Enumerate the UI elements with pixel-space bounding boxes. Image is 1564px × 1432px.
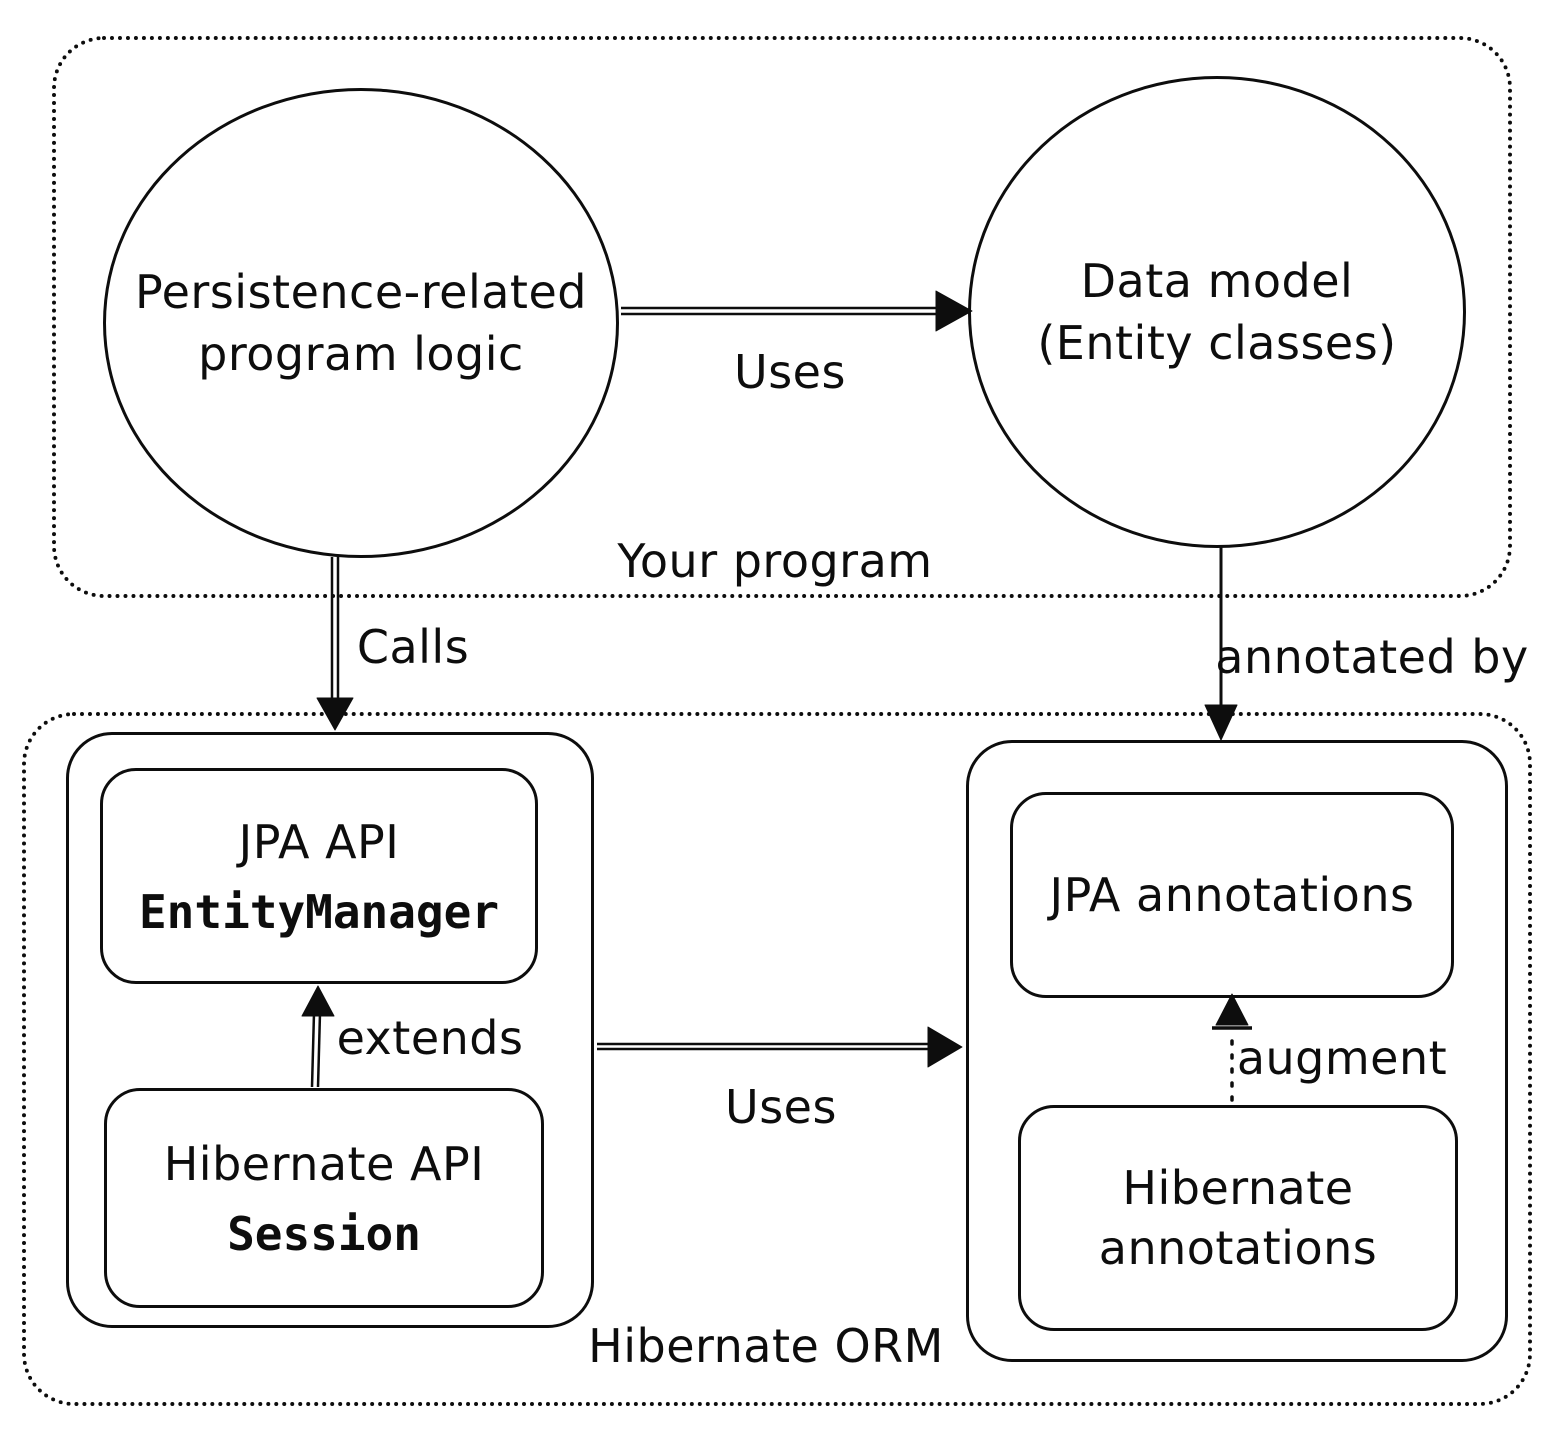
calls-label: Calls: [356, 620, 470, 674]
your-program-container: [52, 36, 1512, 598]
augment-label: augment: [1236, 1031, 1448, 1085]
persistence-logic-node: Persistence-related program logic: [103, 88, 619, 558]
data-model-label-line2: (Entity classes): [1037, 316, 1397, 370]
jpa-api-node: JPA API EntityManager: [100, 768, 538, 984]
hibernate-annotations-label-line1: Hibernate: [1122, 1160, 1354, 1215]
hibernate-annotations-node: Hibernate annotations: [1018, 1105, 1458, 1331]
hibernate-orm-label: Hibernate ORM: [588, 1319, 944, 1373]
hibernate-orm-container: [22, 712, 1532, 1406]
hibernate-annotations-label-line2: annotations: [1098, 1221, 1378, 1275]
jpa-annotations-node: JPA annotations: [1010, 792, 1454, 998]
data-model-node: Data model (Entity classes): [968, 76, 1466, 548]
your-program-label: Your program: [617, 534, 933, 588]
jpa-annotations-label: JPA annotations: [1049, 867, 1415, 922]
hibernate-api-classname: Session: [227, 1206, 421, 1261]
persistence-logic-label-line2: program logic: [198, 327, 524, 381]
hibernate-api-title: Hibernate API: [163, 1136, 485, 1191]
hibernate-api-node: Hibernate API Session: [104, 1088, 544, 1308]
jpa-api-classname: EntityManager: [138, 884, 500, 939]
annotated-by-label: annotated by: [1215, 630, 1529, 684]
persistence-logic-label-line1: Persistence-related: [135, 264, 587, 319]
data-model-label-line1: Data model: [1080, 253, 1354, 308]
jpa-api-title: JPA API: [238, 814, 400, 869]
extends-label: extends: [336, 1011, 524, 1065]
uses-top-label: Uses: [734, 345, 846, 399]
uses-bottom-label: Uses: [725, 1080, 837, 1134]
